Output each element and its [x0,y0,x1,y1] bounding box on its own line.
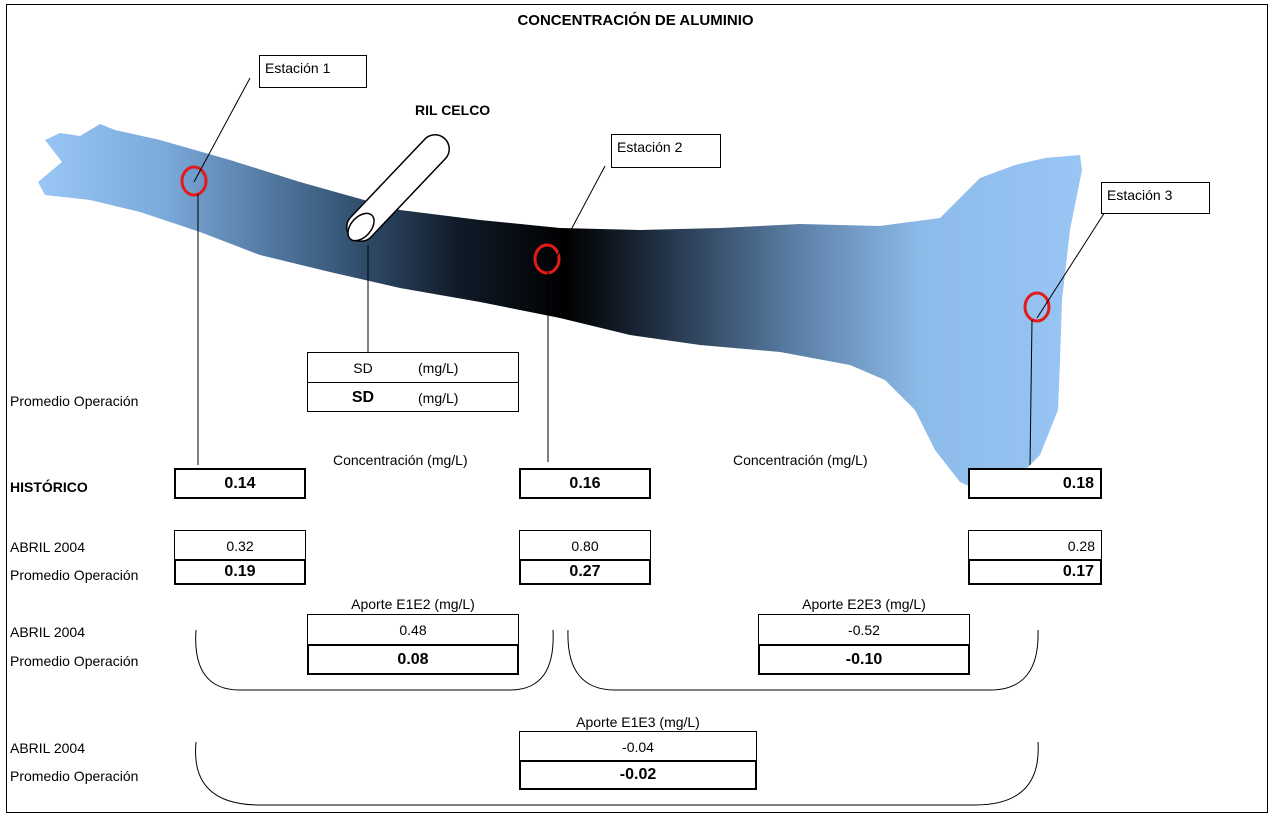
aporte-e1e3-abril: -0.04 [519,731,757,761]
ril-promedio-value: SD [351,388,375,406]
concentration-caption-left: Concentración (mg/L) [333,452,468,468]
abril-label: ABRIL 2004 [10,539,85,555]
river-shape [38,124,1082,493]
station-3-label: Estación 3 [1101,182,1210,214]
station-2-marker [533,243,561,275]
aporte-e1e3-caption: Aporte E1E3 (mg/L) [576,714,700,730]
ril-celco-label: RIL CELCO [415,102,491,118]
historico-e2-value: 0.16 [519,468,651,499]
aporte-e1e3-promedio-label: Promedio Operación [10,768,139,784]
ril-row-label: Promedio Operación [10,393,139,409]
aporte-e1e2-abril: 0.48 [307,614,519,645]
abril-e3-value: 0.28 [968,530,1102,560]
abril-e2-value: 0.80 [519,530,651,560]
promedio-e3-value: 0.17 [968,559,1102,585]
aporte-e2e3-abril: -0.52 [758,614,970,645]
ril-values-box: SD (mg/L) SD (mg/L) [307,352,519,412]
ril-abril-unit: (mg/L) [418,359,459,376]
aporte-e1e2-promedio: 0.08 [307,644,519,675]
aporte-abril-label: ABRIL 2004 [10,624,85,640]
aporte-e2e3-promedio: -0.10 [758,644,970,675]
aporte-e2e3-caption: Aporte E2E3 (mg/L) [802,596,926,612]
ril-row-promedio: SD (mg/L) [308,383,518,412]
station-3-marker [1023,291,1051,323]
promedio-e2-value: 0.27 [519,559,651,585]
station-1-marker [180,165,208,197]
ril-promedio-unit: (mg/L) [418,389,459,406]
aporte-e1e3-promedio: -0.02 [519,760,757,790]
aporte-promedio-label: Promedio Operación [10,653,139,669]
pipe-icon [346,134,450,242]
historico-e3-value: 0.18 [968,468,1102,499]
abril-e1-value: 0.32 [174,530,306,560]
connector-lines [193,77,1106,466]
concentration-caption-right: Concentración (mg/L) [733,452,868,468]
bracket-lines [195,629,1039,806]
page-title: CONCENTRACIÓN DE ALUMINIO [517,12,754,29]
station-1-label: Estación 1 [259,55,367,88]
ril-abril-value: SD [353,359,373,376]
promedio-label: Promedio Operación [10,567,139,583]
historico-label: HISTÓRICO [10,479,88,495]
aporte-e1e2-caption: Aporte E1E2 (mg/L) [351,596,475,612]
historico-e1-value: 0.14 [174,468,306,499]
aporte-e1e3-abril-label: ABRIL 2004 [10,740,85,756]
ril-row-abril: SD (mg/L) [308,353,518,383]
promedio-e1-value: 0.19 [174,559,306,585]
station-2-label: Estación 2 [611,134,721,168]
